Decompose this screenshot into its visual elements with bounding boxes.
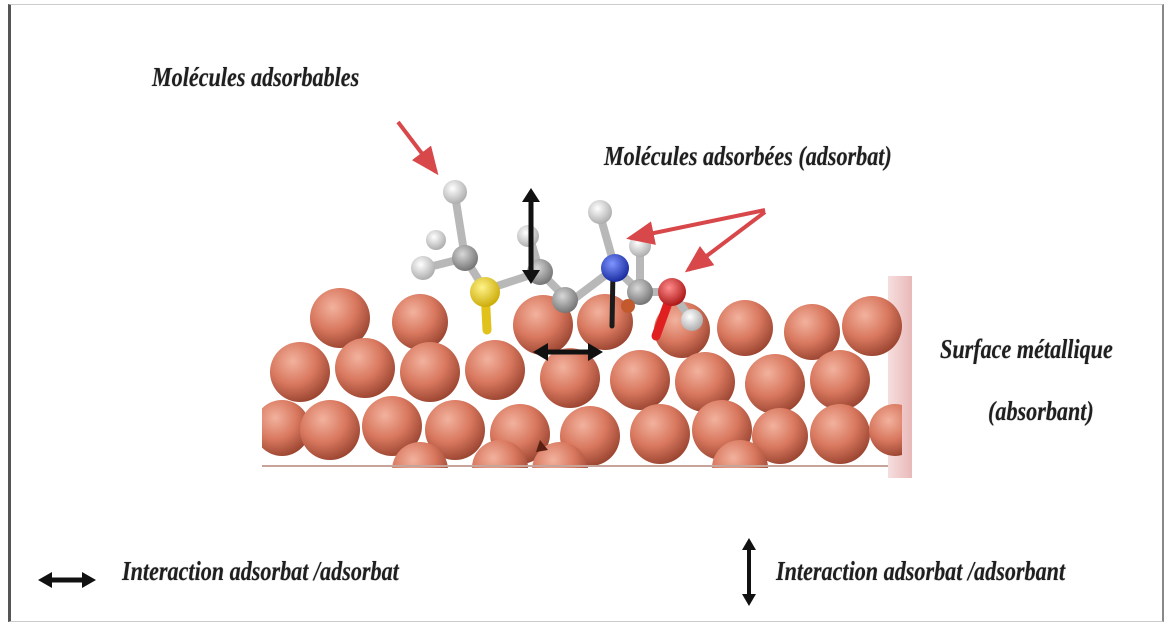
sulfur-atom	[470, 277, 500, 307]
hydrogen-atom	[681, 309, 703, 331]
legend-adsorbate-adsorbent-label: Interaction adsorbat /adsorbant	[776, 556, 1065, 587]
carbon-atom	[552, 287, 578, 313]
adsorbed-molecules-label: Molécules adsorbées (adsorbat)	[604, 141, 892, 172]
adsorbed-pointer-arrow-2	[688, 212, 765, 270]
hydrogen-atom	[517, 225, 539, 247]
hydrogen-atom	[411, 256, 435, 280]
legend-vertical-arrow-icon	[742, 538, 756, 606]
carbon-atom	[452, 245, 478, 271]
oxygen-atom	[658, 278, 686, 306]
legend-horizontal-arrow-icon	[38, 572, 96, 588]
absorbent-label: (absorbant)	[988, 396, 1094, 427]
adsorbables-pointer-arrow	[398, 122, 436, 172]
metal-surface-label: Surface métallique	[940, 334, 1113, 365]
legend-adsorbate-adsorbate-label: Interaction adsorbat /adsorbat	[122, 556, 399, 587]
nitrogen-atom	[601, 254, 629, 282]
hydrogen-atom	[588, 200, 612, 224]
hydrogen-atom	[426, 230, 446, 250]
adsorbable-molecules-label: Molécules adsorbables	[152, 62, 359, 93]
hydrogen-atom	[443, 180, 467, 204]
metal-surface	[254, 276, 921, 498]
adsorbed-pointer-arrow-1	[630, 210, 765, 238]
carbonyl-mark	[621, 299, 635, 313]
